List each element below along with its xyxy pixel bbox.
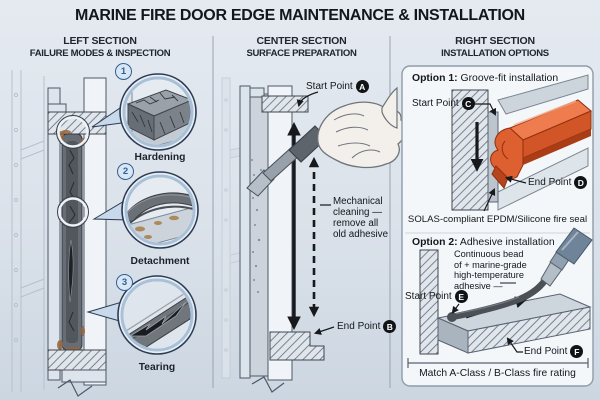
callout-number-2: 2: [117, 163, 134, 180]
start-point-a-badge: A: [355, 80, 369, 93]
break-symbol: [57, 379, 93, 397]
hand-with-scraper-illustration: [246, 86, 406, 197]
start-point-a: Start Point A: [306, 80, 369, 93]
start-point-e-label: Start Point: [405, 291, 452, 302]
label-tearing: Tearing: [138, 362, 176, 373]
end-point-f-label: End Point: [524, 346, 568, 357]
gasket-cracks: [68, 149, 76, 332]
option1-name: Option 1:: [412, 73, 458, 84]
end-point-f: End Point F: [524, 345, 584, 358]
option1-caption: SOLAS-compliant EPDM/Silicone fire seal: [407, 214, 588, 225]
gasket-tear: [68, 239, 74, 303]
adhesive-residue-specks: [251, 159, 262, 293]
right-section-header: RIGHT SECTION INSTALLATION OPTIONS: [392, 35, 598, 59]
note-line-1: Mechanical: [333, 196, 383, 207]
start-point-c-badge: C: [461, 97, 475, 110]
note-line-4: old adhesive: [333, 229, 389, 240]
start-point-c-label: Start Point: [412, 98, 459, 109]
mechanical-cleaning-note: Mechanical cleaning — remove all old adh…: [333, 196, 391, 240]
fire-rating-dimension-line: [407, 358, 589, 368]
end-point-b-label: End Point: [337, 321, 381, 332]
note-line-3: remove all: [333, 218, 379, 229]
end-point-d: End Point D: [528, 176, 588, 189]
end-point-b-badge: B: [383, 320, 397, 333]
fire-seal-orange: [490, 99, 592, 189]
end-point-f-badge: F: [570, 345, 584, 358]
bead-note-line-3: high-temperature: [454, 270, 524, 280]
left-section-header: LEFT SECTION FAILURE MODES & INSPECTION: [2, 35, 198, 59]
center-section-title: CENTER SECTION: [256, 35, 347, 47]
end-point-d-label: End Point: [528, 177, 572, 188]
left-bulkhead-background: [11, 70, 45, 392]
adhesive-bead: [448, 273, 551, 321]
start-point-a-label: Start Point: [306, 81, 353, 92]
right-section-subtitle: INSTALLATION OPTIONS: [441, 48, 549, 59]
adhesive-gun-nozzle: [540, 227, 593, 287]
option1-desc: Groove-fit installation: [457, 73, 559, 84]
left-section-subtitle: FAILURE MODES & INSPECTION: [29, 48, 171, 59]
label-detachment: Detachment: [130, 256, 190, 267]
note-line-2: cleaning —: [333, 207, 383, 218]
option2-desc: Adhesive installation: [457, 237, 555, 248]
option2-title: Option 2: Adhesive installation: [412, 237, 555, 248]
end-point-d-badge: D: [574, 176, 588, 189]
callout-hardening: [91, 73, 197, 151]
end-point-b: End Point B: [337, 320, 397, 333]
option2-adhesive-illustration: [407, 227, 593, 368]
option2-name: Option 2:: [412, 237, 458, 248]
left-section-title: LEFT SECTION: [63, 35, 137, 47]
option1-title: Option 1: Groove-fit installation: [412, 73, 558, 84]
label-hardening: Hardening: [134, 152, 186, 163]
page-title: MARINE FIRE DOOR EDGE MAINTENANCE & INST…: [75, 7, 525, 24]
bead-note-line-4: adhesive —: [454, 280, 503, 291]
break-symbol: [251, 376, 285, 393]
door-cross-section-left: [47, 77, 107, 397]
start-point-e-badge: E: [454, 290, 468, 303]
callout-tearing: [86, 275, 197, 355]
right-section-title: RIGHT SECTION: [455, 35, 535, 47]
option1-groove-fit-illustration: [451, 74, 592, 212]
inspection-markers: [56, 115, 90, 228]
callout-number-3: 3: [116, 274, 133, 291]
bead-note-line-2: of + marine-grade: [454, 259, 527, 270]
center-section-header: CENTER SECTION SURFACE PREPARATION: [215, 35, 388, 59]
start-point-c: Start Point C: [412, 97, 475, 110]
option2-caption: Match A-Class / B-Class fire rating: [419, 368, 576, 379]
center-section-subtitle: SURFACE PREPARATION: [246, 48, 357, 59]
adhesive-bead-note: Continuous bead of + marine-grade high-t…: [454, 249, 552, 291]
callout-number-1: 1: [115, 63, 132, 80]
start-point-e: Start Point E: [405, 290, 468, 303]
bead-note-line-1: Continuous bead: [454, 249, 524, 259]
callout-detachment: [92, 171, 199, 249]
